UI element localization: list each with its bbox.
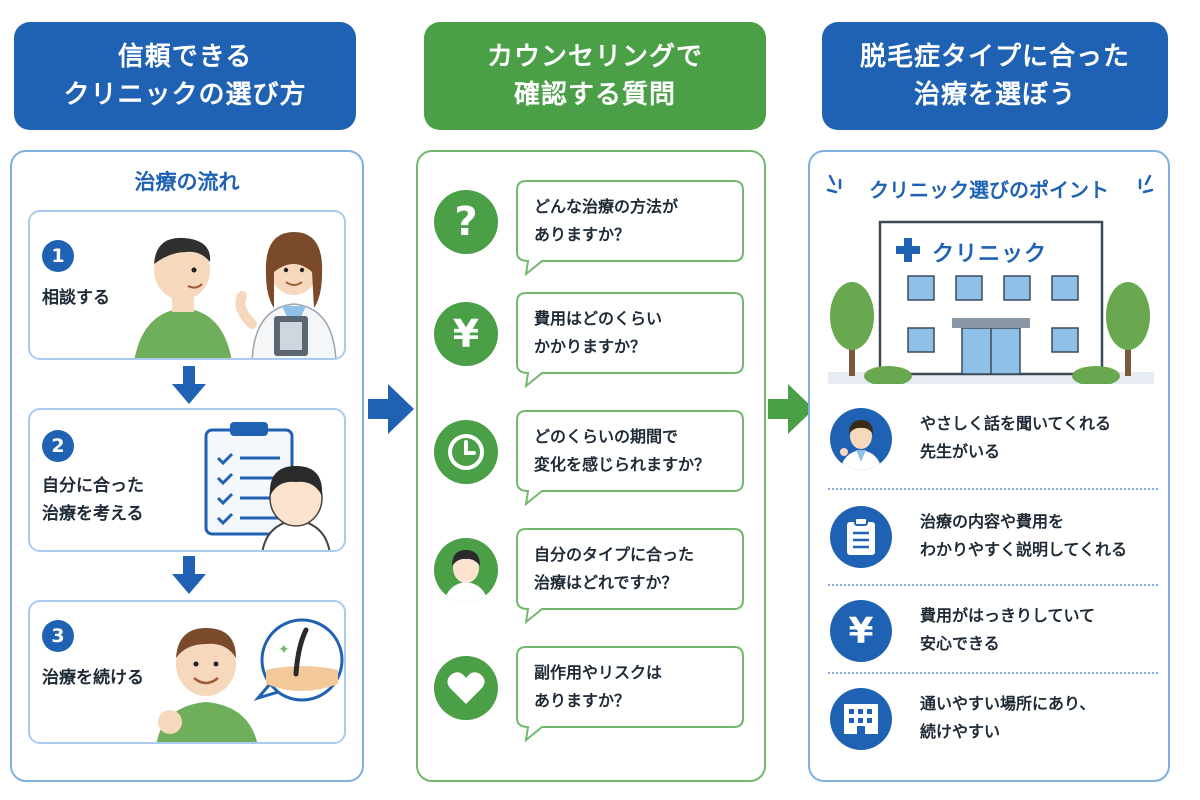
col2-header-line1: カウンセリングで (486, 42, 703, 72)
question-text-5: 副作用やリスクは ありますか？ (534, 659, 662, 715)
person-icon (434, 538, 498, 602)
point-row-2: 治療の内容や費用を わかりやすく説明してくれる (828, 498, 1154, 578)
down-arrow-2 (172, 556, 206, 594)
point-row-4: 通いやすい場所にあり、 続けやすい (828, 680, 1154, 760)
point-row-3: ¥ 費用がはっきりしていて 安心できる (828, 592, 1154, 672)
col1-header-line1: 信頼できる (117, 42, 253, 72)
question-text-2: 費用はどのくらい かかりますか？ (534, 305, 662, 361)
col1-header-line2: クリニックの選び方 (63, 80, 307, 110)
question-text-3-line1: どのくらいの期間で (534, 427, 679, 446)
col2-header-line2: 確認する質問 (513, 80, 676, 110)
question-row-2: ¥ 費用はどのくらい かかりますか？ (434, 292, 750, 388)
step-text-2: 自分に合った 治療を考える (42, 472, 144, 528)
point-text-3-line1: 費用がはっきりしていて (920, 606, 1096, 625)
step-card-1: 1 相談する (28, 210, 346, 360)
col1-header: 信頼できる クリニックの選び方 (14, 22, 356, 130)
sparkle-right-icon (1138, 174, 1154, 194)
question-bubble-5: 副作用やリスクは ありますか？ (516, 646, 744, 742)
col3-header-line1: 脱毛症タイプに合った (859, 42, 1130, 72)
question-text-1-line1: どんな治療の方法が (534, 197, 679, 216)
question-text-5-line2: ありますか？ (534, 691, 631, 710)
point-text-1-line1: やさしく話を聞いてくれる (920, 414, 1112, 433)
yen-icon: ¥ (830, 600, 892, 662)
clinic-illustration: クリニック (828, 220, 1154, 386)
divider-2 (828, 584, 1158, 586)
point-text-1: やさしく話を聞いてくれる 先生がいる (920, 410, 1111, 466)
question-row-4: 自分のタイプに合った 治療はどれですか？ (434, 528, 750, 624)
heart-icon (434, 656, 498, 720)
question-icon: ? (434, 190, 498, 254)
yen-icon: ¥ (434, 302, 498, 366)
clinic-sign: クリニック (932, 242, 1048, 267)
question-text-4: 自分のタイプに合った 治療はどれですか？ (534, 541, 694, 597)
flow-panel: 治療の流れ 1 相談する (10, 150, 364, 782)
question-bubble-1: どんな治療の方法が ありますか？ (516, 180, 744, 276)
step-card-3: 3 治療を続ける ✦ (28, 600, 346, 744)
question-text-3-line2: 変化を感じられますか？ (534, 455, 711, 474)
doctor-consultation-icon (134, 232, 337, 358)
point-text-2: 治療の内容や費用を わかりやすく説明してくれる (920, 508, 1127, 564)
doctor-icon (830, 408, 892, 470)
divider-1 (828, 488, 1158, 490)
yen-glyph: ¥ (452, 312, 480, 356)
question-text-3: どのくらいの期間で 変化を感じられますか？ (534, 423, 710, 479)
point-text-3-line2: 安心できる (920, 634, 1000, 653)
arrow-col1-to-col2 (368, 384, 414, 434)
point-text-2-line1: 治療の内容や費用を (920, 512, 1065, 531)
step-text-3: 治療を続ける (42, 664, 144, 692)
point-text-4-line1: 通いやすい場所にあり、 (920, 694, 1096, 713)
point-text-1-line2: 先生がいる (920, 442, 1001, 461)
point-text-4-line2: 続けやすい (920, 722, 1001, 741)
clock-icon (434, 420, 498, 484)
question-row-5: 副作用やリスクは ありますか？ (434, 646, 750, 742)
question-text-4-line1: 自分のタイプに合った (534, 545, 695, 564)
col3-header-line2: 治療を選ぼう (913, 80, 1076, 110)
yen-glyph: ¥ (848, 610, 874, 652)
question-text-5-line1: 副作用やリスクは (534, 663, 663, 682)
building-icon (830, 688, 892, 750)
step-text-1: 相談する (42, 284, 110, 312)
question-text-1: どんな治療の方法が ありますか？ (534, 193, 678, 249)
step-text-2-line1: 自分に合った (42, 476, 144, 496)
question-text-2-line1: 費用はどのくらい (534, 309, 663, 328)
question-text-4-line2: 治療はどれですか？ (534, 573, 678, 592)
step-text-3-line1: 治療を続ける (42, 668, 144, 688)
down-arrow-1 (172, 366, 206, 404)
question-glyph: ? (454, 199, 478, 245)
step-number-3: 3 (42, 620, 74, 652)
divider-3 (828, 672, 1158, 674)
step-text-2-line2: 治療を考える (42, 504, 144, 524)
point-text-4: 通いやすい場所にあり、 続けやすい (920, 690, 1095, 746)
question-row-1: ? どんな治療の方法が ありますか？ (434, 180, 750, 276)
step-number-2: 2 (42, 430, 74, 462)
svg-text:✦: ✦ (278, 642, 290, 658)
checklist-clipboard-icon (204, 422, 331, 550)
clipboard-icon (830, 506, 892, 568)
question-bubble-2: 費用はどのくらい かかりますか？ (516, 292, 744, 388)
point-text-2-line2: わかりやすく説明してくれる (920, 540, 1128, 559)
step-text-1-line1: 相談する (42, 288, 110, 308)
col2-header: カウンセリングで 確認する質問 (424, 22, 766, 130)
point-text-3: 費用がはっきりしていて 安心できる (920, 602, 1095, 658)
question-bubble-4: 自分のタイプに合った 治療はどれですか？ (516, 528, 744, 624)
question-text-1-line2: ありますか？ (534, 225, 631, 244)
point-title: クリニック選びのポイント (869, 178, 1109, 202)
step-number-1: 1 (42, 240, 74, 272)
sparkle-left-icon (826, 174, 842, 194)
col3-header: 脱毛症タイプに合った 治療を選ぼう (822, 22, 1168, 130)
questions-panel: ? どんな治療の方法が ありますか？ ¥ 費用はどのくらい かかりますか？ (416, 150, 766, 782)
arrow-col2-to-col3 (768, 384, 814, 434)
question-row-3: どのくらいの期間で 変化を感じられますか？ (434, 410, 750, 506)
step-card-2: 2 自分に合った 治療を考える (28, 408, 346, 552)
question-bubble-3: どのくらいの期間で 変化を感じられますか？ (516, 410, 744, 506)
hair-follicle-bubble-icon: ✦ (156, 618, 344, 742)
question-text-2-line2: かかりますか？ (534, 337, 647, 356)
points-panel: クリニック選びのポイント クリニック (808, 150, 1170, 782)
flow-title: 治療の流れ (134, 170, 240, 194)
point-row-1: やさしく話を聞いてくれる 先生がいる (828, 400, 1154, 480)
clinic-building-icon (828, 220, 1154, 386)
